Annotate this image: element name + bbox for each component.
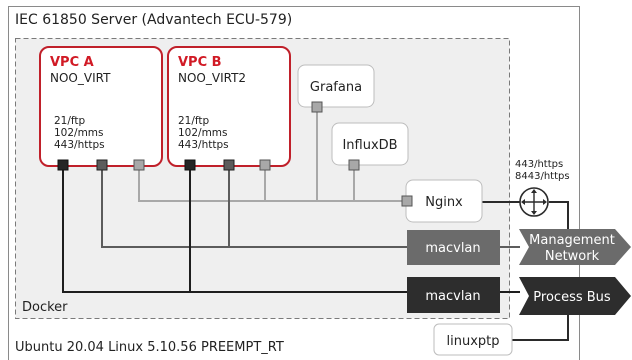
influxdb-label: InfluxDB — [342, 138, 397, 153]
vpc-b-https-connector — [259, 159, 271, 171]
management-network-arrow — [519, 229, 631, 265]
vpc-b-port-https: 443/https — [178, 139, 229, 151]
router-out-link — [549, 201, 569, 241]
management-network-node: Management Network — [519, 229, 631, 265]
router-icon — [519, 187, 549, 217]
vpc-b-subtitle: NOO_VIRT2 — [178, 71, 246, 85]
macvlan-proc-node: macvlan — [407, 277, 500, 313]
macvlan-proc-box — [407, 277, 500, 313]
process-bus-node: Process Bus — [519, 277, 631, 315]
vpc-a-port-ftp: 21/ftp — [54, 115, 86, 127]
linuxptp-label: linuxptp — [447, 334, 500, 349]
vpc-a-port-mms: 102/mms — [54, 127, 104, 139]
grafana-label: Grafana — [310, 80, 362, 95]
vpc-a-subtitle: NOO_VIRT — [50, 71, 111, 85]
mms-mgmt-link — [101, 166, 408, 248]
nginx-port-443: 443/https — [515, 159, 563, 170]
macvlan-mgmt-node: macvlan — [407, 230, 500, 265]
linuxptp-box — [433, 323, 513, 356]
management-network-line1: Management — [529, 233, 615, 248]
vpc-b-ftp-connector — [184, 159, 196, 171]
macvlan-proc-label: macvlan — [425, 289, 480, 304]
grafana-node: Grafana — [297, 64, 375, 113]
ptp-link — [511, 315, 569, 341]
nginx-port-8443: 8443/https — [515, 171, 570, 182]
ftp-proc-link — [62, 166, 408, 293]
grafana-connector — [311, 101, 323, 113]
vpc-a-ftp-connector — [57, 159, 69, 171]
macvlan-mgmt-box — [407, 230, 500, 265]
docker-label: Docker — [22, 300, 68, 315]
connection-lines — [62, 107, 569, 341]
nginx-node: Nginx 443/https 8443/https — [401, 159, 570, 223]
linuxptp-node: linuxptp — [433, 323, 513, 356]
vpc-a-mms-connector — [96, 159, 108, 171]
server-title: IEC 61850 Server (Advantech ECU-579) — [15, 12, 292, 28]
vpc-a: VPC A NOO_VIRT 21/ftp 102/mms 443/https — [39, 46, 163, 171]
vpc-a-https-connector — [133, 159, 145, 171]
vpc-b-port-mms: 102/mms — [178, 127, 228, 139]
vpc-b-title: VPC B — [178, 55, 222, 70]
influxdb-box — [331, 122, 409, 166]
vpc-b-port-ftp: 21/ftp — [178, 115, 210, 127]
vpc-b: VPC B NOO_VIRT2 21/ftp 102/mms 443/https — [167, 46, 291, 171]
nginx-label: Nginx — [425, 195, 463, 210]
vpc-a-title: VPC A — [50, 55, 94, 70]
grafana-box — [297, 64, 375, 108]
nginx-connector — [401, 195, 413, 207]
process-bus-label: Process Bus — [533, 290, 611, 305]
influxdb-node: InfluxDB — [331, 122, 409, 171]
influxdb-connector — [348, 159, 360, 171]
management-network-line2: Network — [545, 249, 600, 264]
vpc-b-mms-connector — [223, 159, 235, 171]
process-bus-arrow — [519, 277, 631, 315]
vpc-a-port-https: 443/https — [54, 139, 105, 151]
os-label: Ubuntu 20.04 Linux 5.10.56 PREEMPT_RT — [15, 340, 284, 355]
macvlan-mgmt-label: macvlan — [425, 241, 480, 256]
